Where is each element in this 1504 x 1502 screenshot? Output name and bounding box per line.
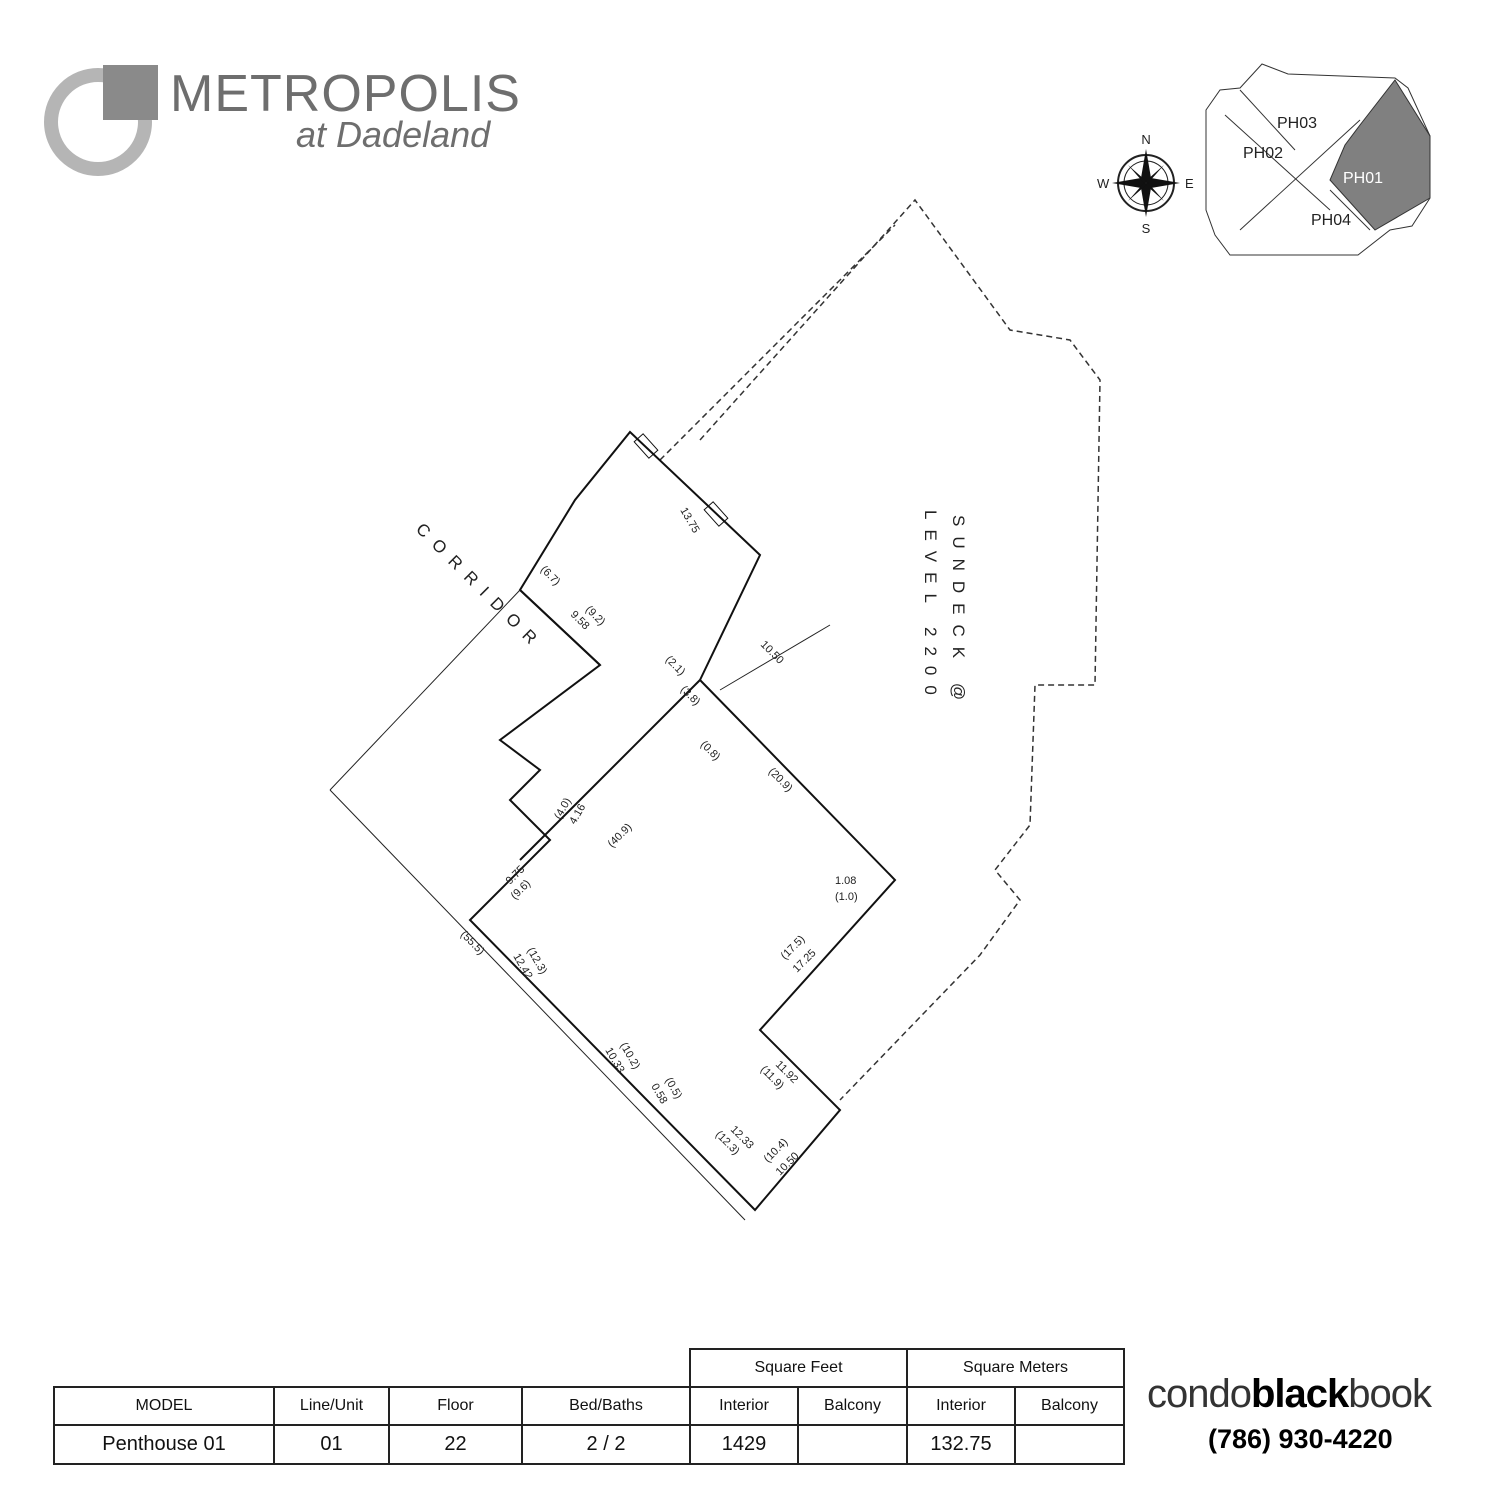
compass-n: N [1141,132,1150,147]
column [633,433,659,459]
floor-plan: SUNDECK @ LEVEL 2200 CORRIDOR (55.5) (40… [329,198,1101,1221]
cell-line-unit: 01 [273,1424,390,1465]
dimension-label: (20.9) [766,766,795,795]
phone-number: (786) 930-4220 [1208,1424,1393,1454]
column-header: Interior [689,1386,799,1426]
dimension-label: 13.75 [677,506,701,536]
keyplan-unit-ph03: PH03 [1277,115,1317,132]
sundeck-label: SUNDECK @ [949,515,968,710]
cell-bed-baths: 2 / 2 [521,1424,691,1465]
corridor-label: CORRIDOR [412,519,547,654]
brand-part: black [1250,1372,1349,1416]
dimension-label: 1.08 [835,875,856,887]
dimension-label: (6.7) [538,564,562,588]
group-header-square-meters: Square Meters [906,1348,1125,1388]
key-plan: N S E W PH03 PH02 PH01 PH04 [1097,63,1431,256]
dimension-label: (2.1) [663,654,687,678]
keyplan-unit-ph01: PH01 [1343,170,1383,187]
dimension-lines [329,589,831,1221]
compass-rose-icon: N S E W [1097,132,1194,236]
column-header: Bed/Baths [521,1386,691,1426]
cell-sqm-interior: 132.75 [906,1424,1016,1465]
group-header-square-feet: Square Feet [689,1348,908,1388]
keyplan-unit-ph04: PH04 [1311,212,1351,229]
column-header: Balcony [1014,1386,1125,1426]
dimension-label: (40.9) [606,821,635,850]
cell-sqm-balcony [1014,1424,1125,1465]
column-header: Interior [906,1386,1016,1426]
column [703,501,729,527]
compass-s: S [1142,221,1151,236]
level-label: LEVEL 2200 [921,510,940,705]
brand-part: condo [1147,1372,1252,1416]
unit-outline [468,430,897,1212]
column-header: Line/Unit [273,1386,390,1426]
column-header: MODEL [53,1386,275,1426]
metropolis-logo-mark [44,65,158,176]
compass-e: E [1185,176,1194,191]
cell-floor: 22 [388,1424,523,1465]
dimension-label: (0.8) [698,739,722,763]
cell-sqft-balcony [797,1424,908,1465]
unit-info-table: Square Feet Square Meters MODEL Line/Uni… [53,1348,1125,1465]
table-row: Penthouse 01 01 22 2 / 2 1429 132.75 [53,1424,1125,1465]
dimension-label: 10.50 [758,639,786,667]
logo-subtitle: at Dadeland [296,114,491,155]
compass-w: W [1097,176,1110,191]
keyplan-unit-ph02: PH02 [1243,145,1283,162]
condoblackbook-logo: condoblackbook [1147,1372,1432,1417]
column-header: Balcony [797,1386,908,1426]
cell-model: Penthouse 01 [53,1424,275,1465]
column-header: Floor [388,1386,523,1426]
dimension-label: (3.8) [678,684,702,708]
brand-part: book [1348,1372,1432,1416]
logo-title: METROPOLIS [170,65,521,123]
dimension-label: (1.0) [835,891,858,903]
sundeck-outline [659,198,1101,1101]
cell-sqft-interior: 1429 [689,1424,799,1465]
